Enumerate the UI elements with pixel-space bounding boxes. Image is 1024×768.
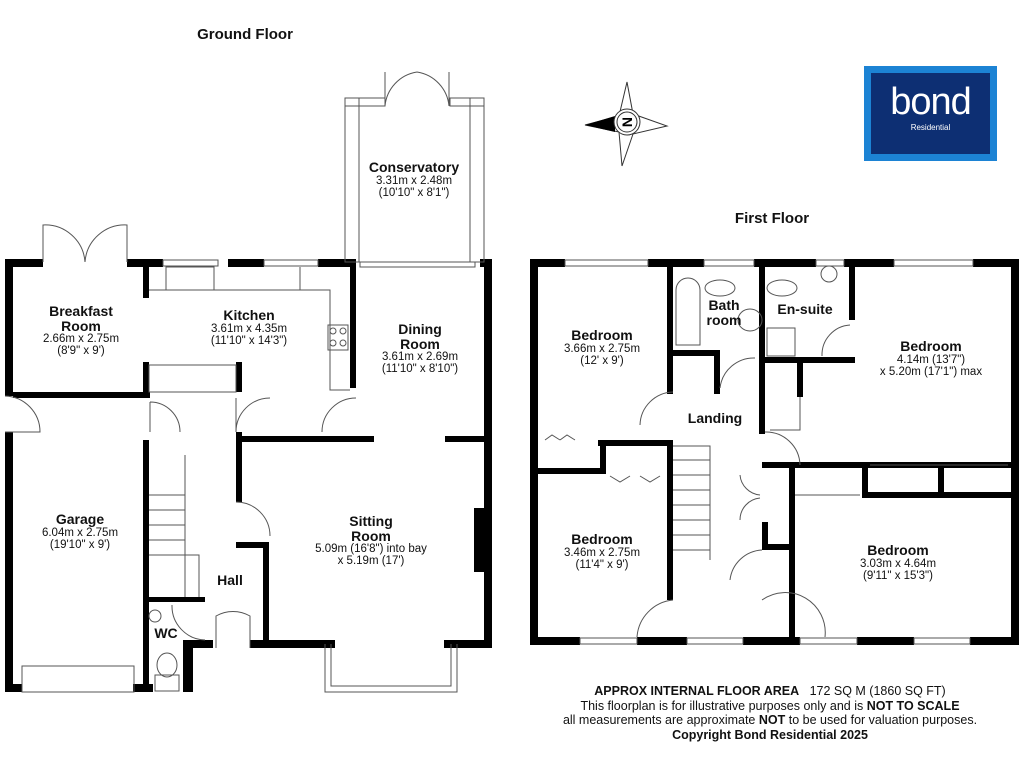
room-conservatory: Conservatory 3.31m x 2.48m (10'10" x 8'1… (368, 159, 460, 199)
room-garage: Garage 6.04m x 2.75m (19'10" x 9') (41, 511, 119, 551)
ground-floor-fixtures (4, 71, 485, 693)
room-kitchen: Kitchen 3.61m x 4.35m (11'10" x 14'3") (210, 307, 288, 347)
room-bedroom-nw: Bedroom 3.66m x 2.75m (12' x 9') (563, 327, 641, 367)
copyright: Copyright Bond Residential 2025 (672, 727, 868, 742)
room-wc: WC (154, 625, 178, 641)
room-sitting: Sitting Room 5.09m (16'8") into bay x 5.… (315, 513, 427, 568)
first-floor-walls (530, 259, 1019, 645)
room-en-suite: En-suite (777, 301, 833, 317)
logo-brand: bond (890, 81, 972, 123)
bond-residential-logo: bond Residential (864, 66, 997, 161)
floor-area-line: APPROX INTERNAL FLOOR AREA 172 SQ M (186… (594, 684, 946, 698)
logo-sub: Residential (910, 123, 951, 132)
room-bedroom-se: Bedroom 3.03m x 4.64m (9'11" x 15'3") (859, 542, 937, 582)
room-dining: Dining Room 3.61m x 2.69m (11'10" x 8'10… (381, 321, 459, 376)
room-bathroom: Bath room (706, 297, 742, 328)
ground-floor-title: Ground Floor (197, 26, 293, 43)
compass-north-label: N (619, 117, 635, 127)
room-hall: Hall (217, 572, 243, 588)
room-bedroom-master: Bedroom 4.14m (13'7") x 5.20m (17'1") ma… (879, 338, 983, 378)
footer-disclaimer: APPROX INTERNAL FLOOR AREA 172 SQ M (186… (563, 684, 977, 742)
ground-floor-walls (5, 259, 492, 692)
first-floor-fixtures (544, 259, 1008, 645)
room-breakfast: Breakfast Room 2.66m x 2.75m (8'9" x 9') (42, 303, 120, 358)
first-floor-title: First Floor (734, 210, 810, 227)
compass-icon: N (584, 81, 669, 167)
scale-disclaimer: This floorplan is for illustrative purpo… (580, 698, 960, 713)
room-bedroom-sw: Bedroom 3.46m x 2.75m (11'4" x 9') (563, 531, 641, 571)
room-landing: Landing (687, 410, 743, 426)
valuation-disclaimer: all measurements are approximate NOT to … (562, 713, 978, 727)
